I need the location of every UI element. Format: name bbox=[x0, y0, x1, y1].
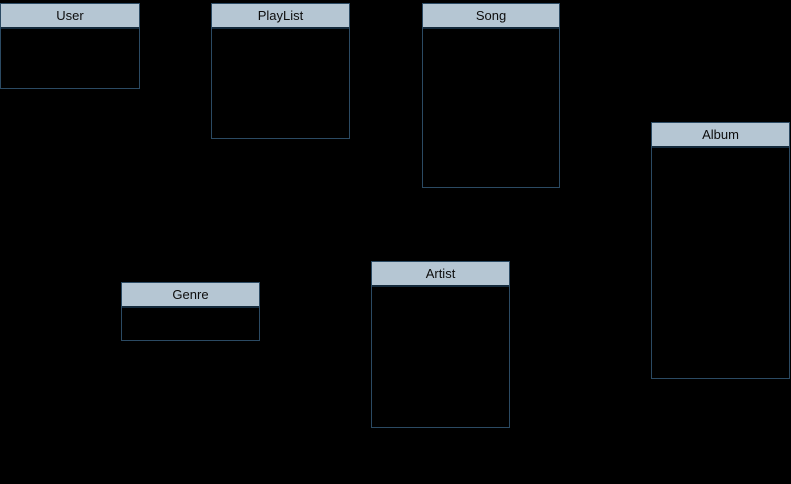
entity-artist-header: Artist bbox=[372, 262, 509, 287]
entity-artist-body bbox=[372, 287, 509, 427]
entity-album-body bbox=[652, 148, 789, 378]
entity-playlist-title: PlayList bbox=[257, 8, 304, 23]
entity-playlist-body bbox=[212, 29, 349, 138]
entity-genre-title: Genre bbox=[172, 287, 209, 302]
entity-album[interactable]: Album bbox=[651, 122, 790, 379]
entity-user-header: User bbox=[1, 4, 139, 29]
entity-song-body bbox=[423, 29, 559, 187]
entity-song-title: Song bbox=[475, 8, 507, 23]
entity-user[interactable]: User bbox=[0, 3, 140, 89]
entity-user-body bbox=[1, 29, 139, 88]
entity-song[interactable]: Song bbox=[422, 3, 560, 188]
entity-playlist-header: PlayList bbox=[212, 4, 349, 29]
entity-artist-title: Artist bbox=[425, 266, 456, 281]
entity-genre-body bbox=[122, 308, 259, 340]
entity-album-header: Album bbox=[652, 123, 789, 148]
entity-song-header: Song bbox=[423, 4, 559, 29]
entity-album-title: Album bbox=[702, 127, 739, 142]
entity-genre-header: Genre bbox=[122, 283, 259, 308]
entity-user-title: User bbox=[56, 8, 84, 23]
entity-artist[interactable]: Artist bbox=[371, 261, 510, 428]
entity-playlist[interactable]: PlayList bbox=[211, 3, 350, 139]
entity-genre[interactable]: Genre bbox=[121, 282, 260, 341]
